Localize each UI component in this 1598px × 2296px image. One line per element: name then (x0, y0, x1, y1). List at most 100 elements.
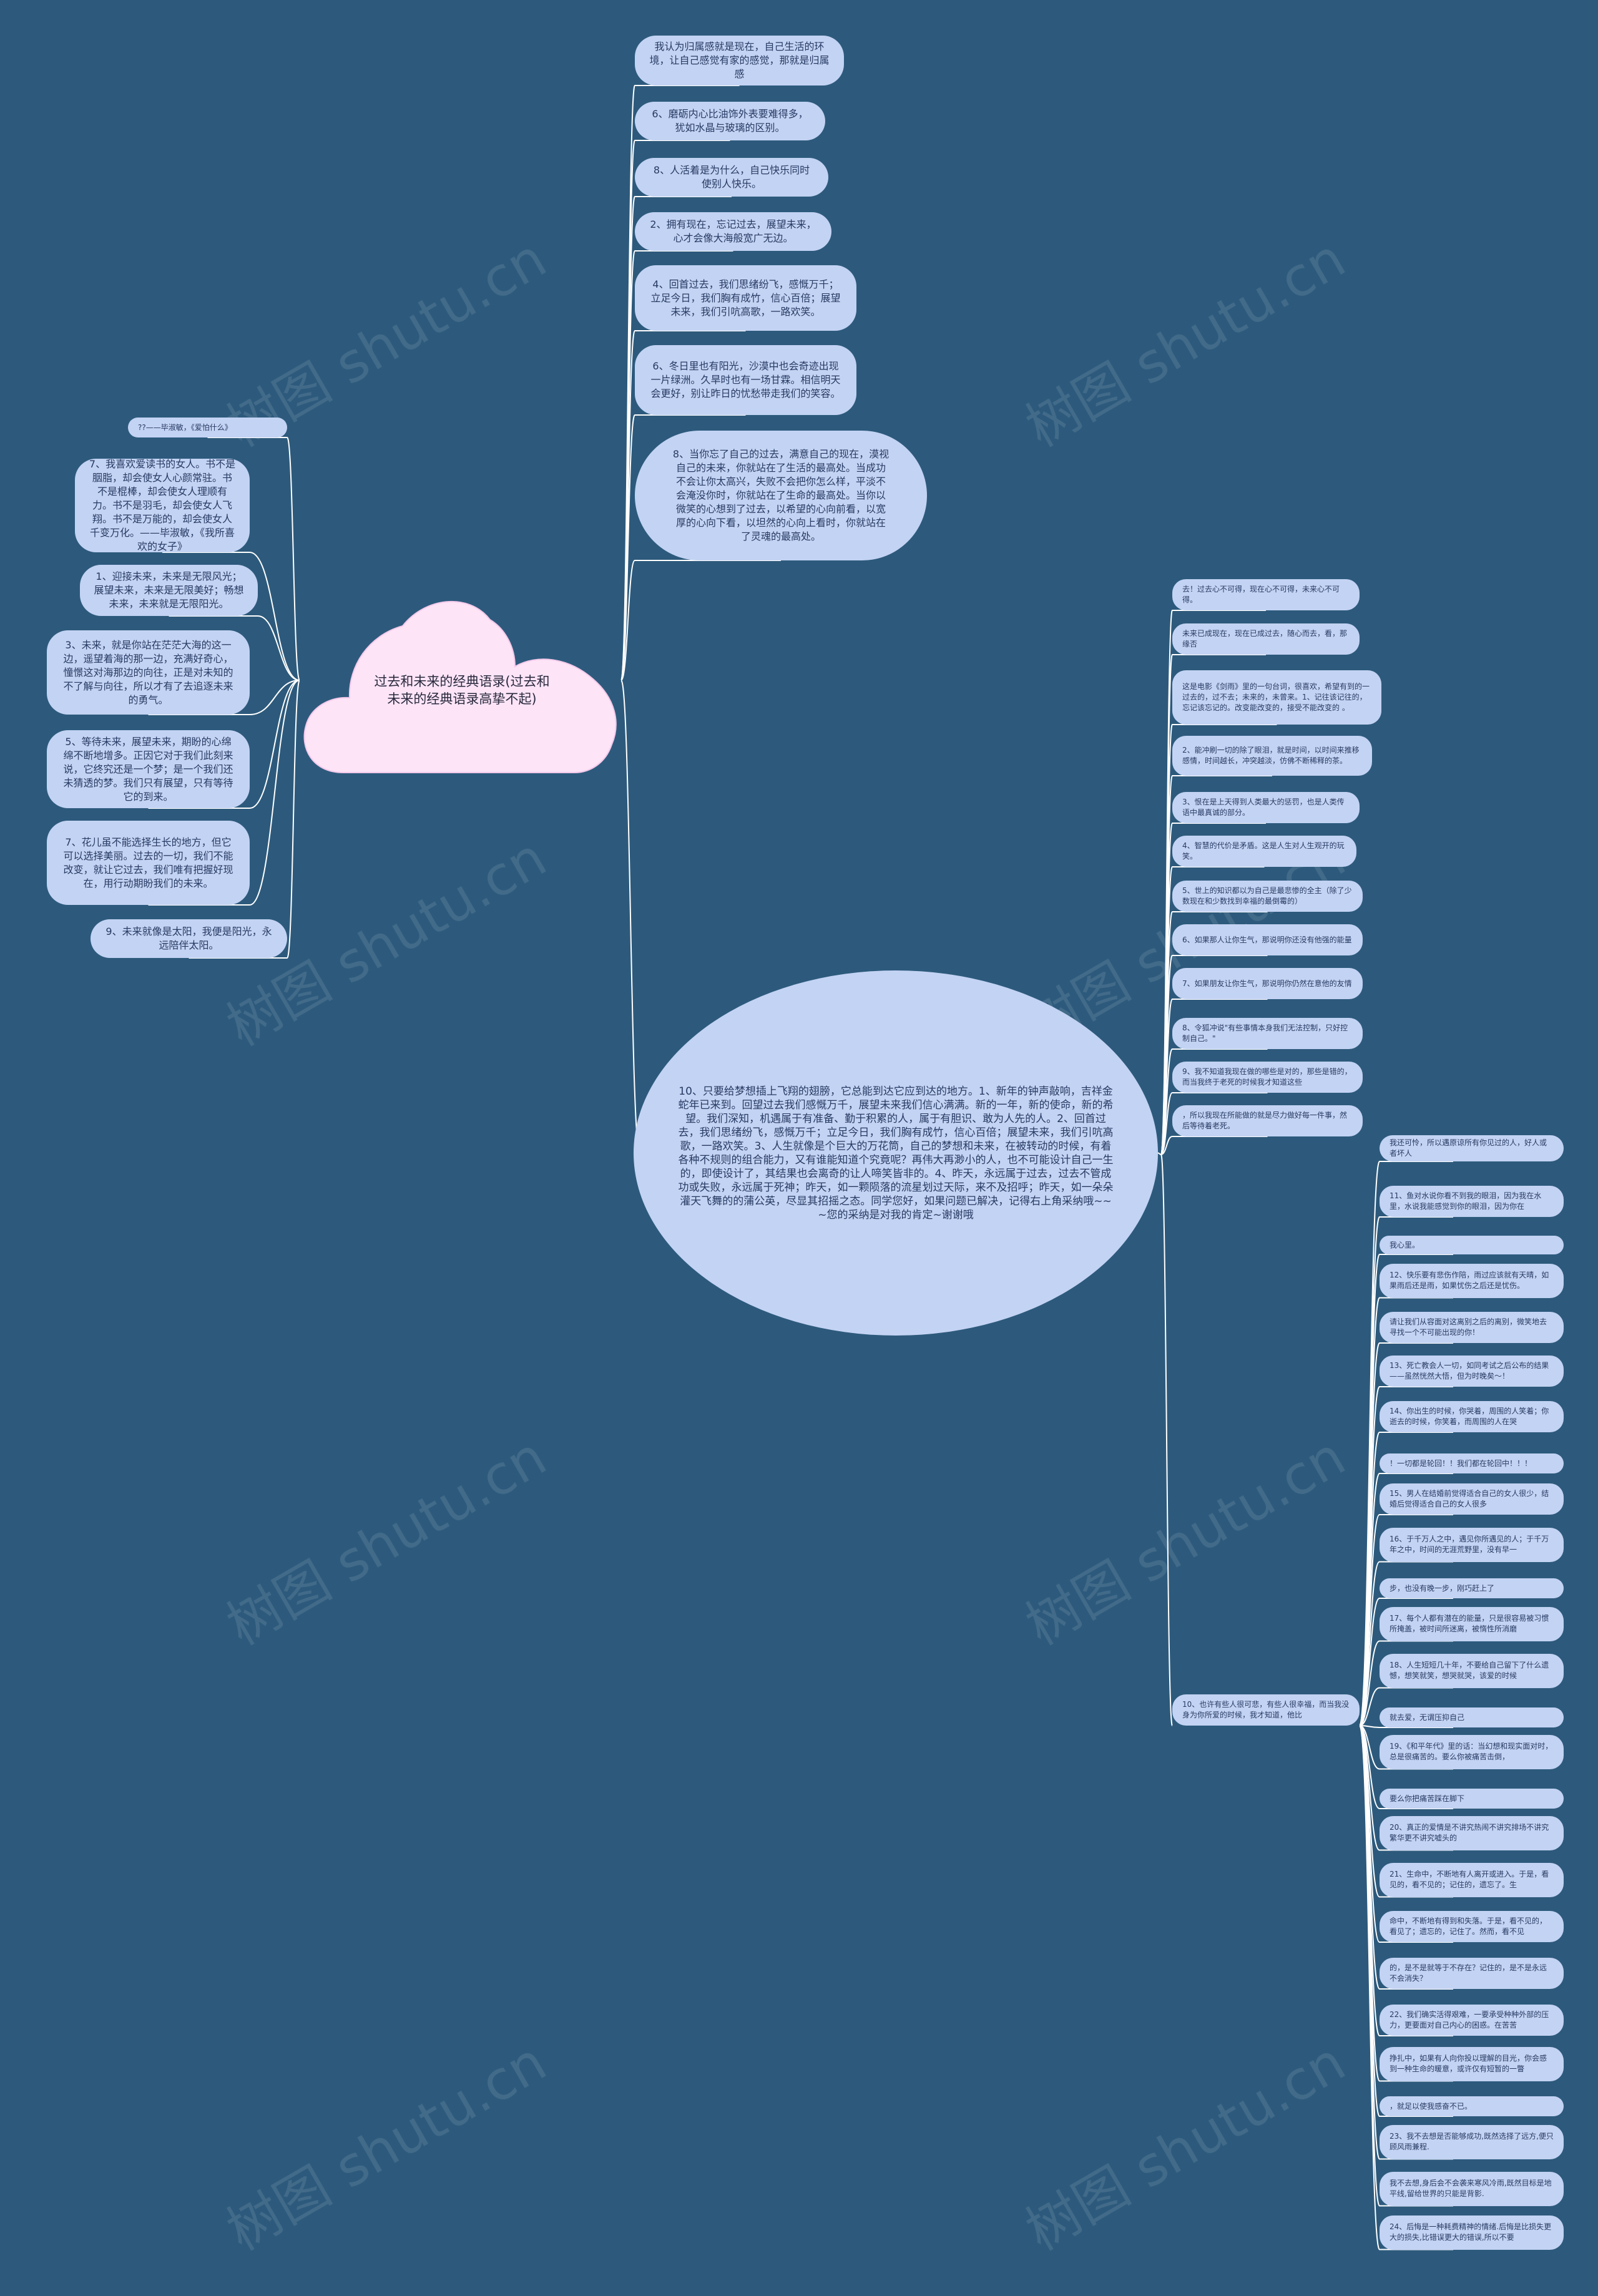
lower-right-node-26[interactable]: 24、后悔是一种耗费精神的情绪.后悔是比损失更大的损失,比错误更大的错误,所以不… (1380, 2215, 1564, 2250)
top-node-1[interactable]: 我认为归属感就是现在，自己生活的环境，让自己感觉有家的感觉，那就是归属感 (635, 36, 844, 85)
top-node-7-text: 8、当你忘了自己的过去，满意自己的现在，漠视自己的未来，你就站在了生活的最高处。… (672, 448, 890, 542)
upper-right-link-12 (1160, 1136, 1173, 1155)
lower-right-node-1-text: 我还可怜，所以遇原谅所有你见过的人，好人或者坏人 (1390, 1138, 1547, 1158)
left-node-3[interactable]: 1、迎接未来，未来是无限风光；展望未来，未来是无限美好；畅想未来，未来就是无限阳… (80, 565, 258, 616)
lower-right-node-22-text: 挣扎中，如果有人向你投以理解的目光，你会感到一种生命的暖意，或许仅有短暂的一瞥 (1390, 2054, 1547, 2073)
upper-right-node-11-text: 9、我不知道我现在做的哪些是对的，那些是错的，而当我终于老死的时候我才知道这些 (1182, 1067, 1352, 1087)
lower-right-node-10[interactable]: 16、于千万人之中，遇见你所遇见的人；于千万年之中，时间的无涯荒野里，没有早一 (1380, 1527, 1564, 1562)
top-node-1-text: 我认为归属感就是现在，自己生活的环境，让自己感觉有家的感觉，那就是归属感 (649, 41, 830, 80)
lower-right-node-8-text: ！一切都是轮回！！我们都在轮回中！！！ (1390, 1458, 1532, 1468)
lower-right-node-16[interactable]: 要么你把痛苦踩在脚下 (1380, 1789, 1564, 1809)
lower-right-node-10-text: 16、于千万人之中，遇见你所遇见的人；于千万年之中，时间的无涯荒野里，没有早一 (1390, 1535, 1549, 1554)
upper-right-node-7[interactable]: 5、世上的知识都以为自己是最悲惨的全主（除了少数现在和少数找到幸福的最倒霉的） (1172, 881, 1363, 912)
lower-right-node-15-text: 19、《和平年代》里的话：当幻想和现实面对时，总是很痛苦的。要么你被痛苦击倒， (1390, 1742, 1553, 1761)
lower-right-node-7-text: 14、你出生的时候，你哭着，周围的人笑着；你逝去的时候，你笑着，而周围的人在哭 (1390, 1407, 1549, 1426)
upper-right-node-3-text: 这是电影《剑雨》里的一句台词，很喜欢，希望有到的一过去的，过不去；未来的，未曾来… (1182, 682, 1370, 712)
top-node-3[interactable]: 8、人活着是为什么，自己快乐同时使别人快乐。 (635, 158, 828, 197)
lower-hub-node[interactable]: 10、也许有些人很可悲，有些人很幸福，而当我没身为你所爱的时候，我才知道，他比 (1172, 1694, 1360, 1726)
lower-right-node-25[interactable]: 我不去想,身后会不会袭来寒风冷雨,既然目标是地平线,留给世界的只能是背影. (1380, 2171, 1564, 2206)
left-link-1 (287, 437, 300, 681)
lower-right-node-23-text: ，就足以使我感奋不已。 (1390, 2101, 1473, 2111)
lower-right-node-12-text: 17、每个人都有潜在的能量，只是很容易被习惯所掩盖，被时间所迷离，被惰性所消磨 (1390, 1614, 1549, 1633)
top-node-7[interactable]: 8、当你忘了自己的过去，满意自己的现在，漠视自己的未来，你就站在了生活的最高处。… (635, 431, 927, 560)
upper-right-node-11[interactable]: 9、我不知道我现在做的哪些是对的，那些是错的，而当我终于老死的时候我才知道这些 (1172, 1062, 1363, 1093)
left-link-6 (249, 680, 300, 906)
root-title: 过去和未来的经典语录(过去和未来的经典语录高挚不起) (374, 674, 550, 706)
lower-right-node-6[interactable]: 13、死亡教会人一切，如同考试之后公布的结果——虽然恍然大悟，但为时晚矣～！ (1380, 1356, 1564, 1387)
lower-right-link-14 (1359, 1725, 1380, 1728)
upper-right-node-6[interactable]: 4、智慧的代价是矛盾。这是人生对人生观开的玩笑。 (1172, 836, 1356, 867)
lower-right-node-13-text: 18、人生短短几十年，不要给自己留下了什么遗憾，想笑就笑，想哭就哭，该爱的时候 (1390, 1661, 1549, 1680)
top-link-6 (620, 414, 635, 681)
lower-right-node-2[interactable]: 11、鱼对水说你看不到我的眼泪，因为我在水里，水说我能感觉到你的眼泪，因为你在 (1380, 1186, 1564, 1217)
lower-right-node-1[interactable]: 我还可怜，所以遇原谅所有你见过的人，好人或者坏人 (1380, 1135, 1564, 1161)
left-link-2 (249, 552, 300, 681)
lower-right-node-12[interactable]: 17、每个人都有潜在的能量，只是很容易被习惯所掩盖，被时间所迷离，被惰性所消磨 (1380, 1606, 1564, 1641)
lower-right-node-15[interactable]: 19、《和平年代》里的话：当幻想和现实面对时，总是很痛苦的。要么你被痛苦击倒， (1380, 1734, 1564, 1769)
lower-right-node-11-text: 步，也没有晚一步，刚巧赶上了 (1390, 1583, 1495, 1593)
upper-right-node-9[interactable]: 7、如果朋友让你生气，那说明你仍然在意他的友情 (1172, 968, 1363, 999)
lower-right-node-24[interactable]: 23、我不去想是否能够成功,既然选择了远方,便只顾风雨兼程. (1380, 2124, 1564, 2159)
upper-right-node-3[interactable]: 这是电影《剑雨》里的一句台词，很喜欢，希望有到的一过去的，过不去；未来的，未曾来… (1172, 670, 1381, 725)
big-summary-node[interactable]: 10、只要给梦想插上飞翔的翅膀，它总能到达它应到达的地方。1、新年的钟声敲响，吉… (634, 970, 1158, 1336)
lower-right-node-14[interactable]: 就去爱，无谓压抑自己 (1380, 1707, 1564, 1727)
lower-right-node-19-text: 命中，不断地有得到和失落。于是，看不见的，看见了；遗忘的，记住了。然而，看不见 (1390, 1917, 1547, 1936)
top-node-2[interactable]: 6、磨砺内心比油饰外表要难得多，犹如水晶与玻璃的区别。 (635, 102, 825, 140)
upper-right-node-5[interactable]: 3、恨在是上天得到人类最大的惩罚，也是人类传语中最真诚的部分。 (1172, 792, 1360, 823)
upper-right-node-7-text: 5、世上的知识都以为自己是最悲惨的全主（除了少数现在和少数找到幸福的最倒霉的） (1182, 886, 1352, 906)
upper-right-node-2-text: 未来已成现在，现在已成过去，随心而去，看，那缘否 (1182, 629, 1348, 648)
left-node-7-text: 9、未来就像是太阳，我便是阳光，永远陪伴太阳。 (105, 926, 272, 951)
lower-right-node-8[interactable]: ！一切都是轮回！！我们都在轮回中！！！ (1380, 1453, 1564, 1473)
lower-right-node-5[interactable]: 请让我们从容面对这离别之后的离别，微笑地去寻找一个不可能出现的你！ (1380, 1312, 1564, 1343)
lower-right-node-7[interactable]: 14、你出生的时候，你哭着，周围的人笑着；你逝去的时候，你笑着，而周围的人在哭 (1380, 1401, 1564, 1432)
lower-right-node-18-text: 21、生命中，不断地有人离开或进入。于是，看见的，看不见的；记住的，遗忘了。生 (1390, 1870, 1549, 1889)
lower-right-node-18[interactable]: 21、生命中，不断地有人离开或进入。于是，看见的，看不见的；记住的，遗忘了。生 (1380, 1862, 1564, 1897)
lower-right-node-4-text: 12、快乐要有悲伤作陪，雨过应该就有天晴，如果雨后还是雨，如果忧伤之后还是忧伤。 (1390, 1271, 1549, 1290)
upper-right-node-10-text: 8、令狐冲说"有些事情本身我们无法控制，只好控制自己。" (1182, 1023, 1348, 1043)
upper-right-node-10[interactable]: 8、令狐冲说"有些事情本身我们无法控制，只好控制自己。" (1172, 1018, 1363, 1049)
upper-right-node-12[interactable]: ，所以我现在所能做的就是尽力做好每一件事，然后等待着老死。 (1172, 1105, 1363, 1136)
lower-right-node-22[interactable]: 挣扎中，如果有人向你投以理解的目光，你会感到一种生命的暖意，或许仅有短暂的一瞥 (1380, 2046, 1564, 2081)
lower-right-node-19[interactable]: 命中，不断地有得到和失落。于是，看不见的，看见了；遗忘的，记住了。然而，看不见 (1380, 1911, 1564, 1942)
left-link-3 (257, 615, 300, 681)
lower-right-node-23[interactable]: ，就足以使我感奋不已。 (1380, 2096, 1564, 2116)
left-node-2[interactable]: 7、我喜欢爱读书的女人。书不是胭脂，却会使女人心颜常驻。书不是棍棒，却会使女人理… (75, 459, 250, 552)
lower-hub-node-text: 10、也许有些人很可悲，有些人很幸福，而当我没身为你所爱的时候，我才知道，他比 (1182, 1700, 1350, 1719)
left-node-3-text: 1、迎接未来，未来是无限风光；展望未来，未来是无限美好；畅想未来，未来就是无限阳… (94, 570, 244, 610)
lower-right-node-3[interactable]: 我心里。 (1380, 1236, 1564, 1254)
left-link-7 (287, 680, 300, 959)
top-node-3-text: 8、人活着是为什么，自己快乐同时使别人快乐。 (653, 164, 810, 190)
left-link-5 (249, 680, 300, 809)
left-node-1[interactable]: ??——毕淑敏，《爱怕什么》 (128, 418, 287, 437)
upper-right-node-5-text: 3、恨在是上天得到人类最大的惩罚，也是人类传语中最真诚的部分。 (1182, 798, 1345, 817)
left-node-7[interactable]: 9、未来就像是太阳，我便是阳光，永远陪伴太阳。 (91, 919, 287, 958)
lower-right-link-12 (1359, 1640, 1380, 1726)
lower-right-node-9[interactable]: 15、男人在结婚前觉得适合自己的女人很少，结婚后觉得适合自己的女人很多 (1380, 1483, 1564, 1515)
upper-right-node-4-text: 2、能冲刷一切的除了眼泪，就是时间，以时间来推移感情，时间越长，冲突越淡，仿佛不… (1182, 746, 1360, 765)
lower-right-node-20-text: 的，是不是就等于不存在？记住的，是不是永远不会消失？ (1390, 1963, 1547, 1983)
lower-right-node-17[interactable]: 20、真正的爱情是不讲究热闹不讲究排场不讲究繁华更不讲究嘘头的 (1380, 1815, 1564, 1850)
lower-right-node-4[interactable]: 12、快乐要有悲伤作陪，雨过应该就有天晴，如果雨后还是雨，如果忧伤之后还是忧伤。 (1380, 1263, 1564, 1298)
upper-right-node-1[interactable]: 去！过去心不可得，现在心不可得，未来心不可得。 (1172, 579, 1360, 610)
left-node-5[interactable]: 5、等待未来，展望未来，期盼的心绵绵不断地增多。正因它对于我们此刻来说，它终究还… (47, 730, 250, 808)
upper-right-node-4[interactable]: 2、能冲刷一切的除了眼泪，就是时间，以时间来推移感情，时间越长，冲突越淡，仿佛不… (1172, 736, 1372, 776)
left-node-2-text: 7、我喜欢爱读书的女人。书不是胭脂，却会使女人心颜常驻。书不是棍棒，却会使女人理… (89, 459, 236, 552)
upper-right-node-2[interactable]: 未来已成现在，现在已成过去，随心而去，看，那缘否 (1172, 623, 1360, 655)
lower-right-node-11[interactable]: 步，也没有晚一步，刚巧赶上了 (1380, 1578, 1564, 1598)
top-node-4[interactable]: 2、拥有现在，忘记过去，展望未来，心才会像大海般宽广无边。 (635, 212, 831, 251)
lower-right-node-16-text: 要么你把痛苦踩在脚下 (1390, 1794, 1465, 1803)
lower-right-node-9-text: 15、男人在结婚前觉得适合自己的女人很少，结婚后觉得适合自己的女人很多 (1390, 1489, 1549, 1508)
top-node-5[interactable]: 4、回首过去，我们思绪纷飞，感慨万千；立足今日，我们胸有成竹，信心百倍；展望未来… (635, 265, 856, 331)
upper-right-node-8[interactable]: 6、如果那人让你生气，那说明你还没有他强的能量 (1172, 924, 1363, 955)
top-node-6-text: 6、冬日里也有阳光，沙漠中也会奇迹出现一片绿洲。久旱时也有一场甘霖。相信明天会更… (650, 360, 841, 399)
left-node-4[interactable]: 3、未来，就是你站在茫茫大海的这一边，遥望着海的那一边，充满好奇心，憧憬这对海那… (47, 630, 250, 715)
top-node-5-text: 4、回首过去，我们思绪纷飞，感慨万千；立足今日，我们胸有成竹，信心百倍；展望未来… (650, 278, 841, 318)
top-node-6[interactable]: 6、冬日里也有阳光，沙漠中也会奇迹出现一片绿洲。久旱时也有一场甘霖。相信明天会更… (635, 345, 856, 415)
lower-right-node-2-text: 11、鱼对水说你看不到我的眼泪，因为我在水里，水说我能感觉到你的眼泪，因为你在 (1390, 1191, 1542, 1211)
lower-right-node-13[interactable]: 18、人生短短几十年，不要给自己留下了什么遗憾，想笑就笑，想哭就哭，该爱的时候 (1380, 1653, 1564, 1688)
left-node-6[interactable]: 7、花儿虽不能选择生长的地方，但它可以选择美丽。过去的一切，我们不能改变，就让它… (47, 821, 250, 905)
root-topic[interactable]: 过去和未来的经典语录(过去和未来的经典语录高挚不起) (300, 592, 621, 779)
lower-right-node-21[interactable]: 22、我们确实活得艰难，一要承受种种外部的压力，更要面对自己内心的困惑。在苦苦 (1380, 2005, 1564, 2036)
lower-right-node-20[interactable]: 的，是不是就等于不存在？记住的，是不是永远不会消失？ (1380, 1958, 1564, 1989)
